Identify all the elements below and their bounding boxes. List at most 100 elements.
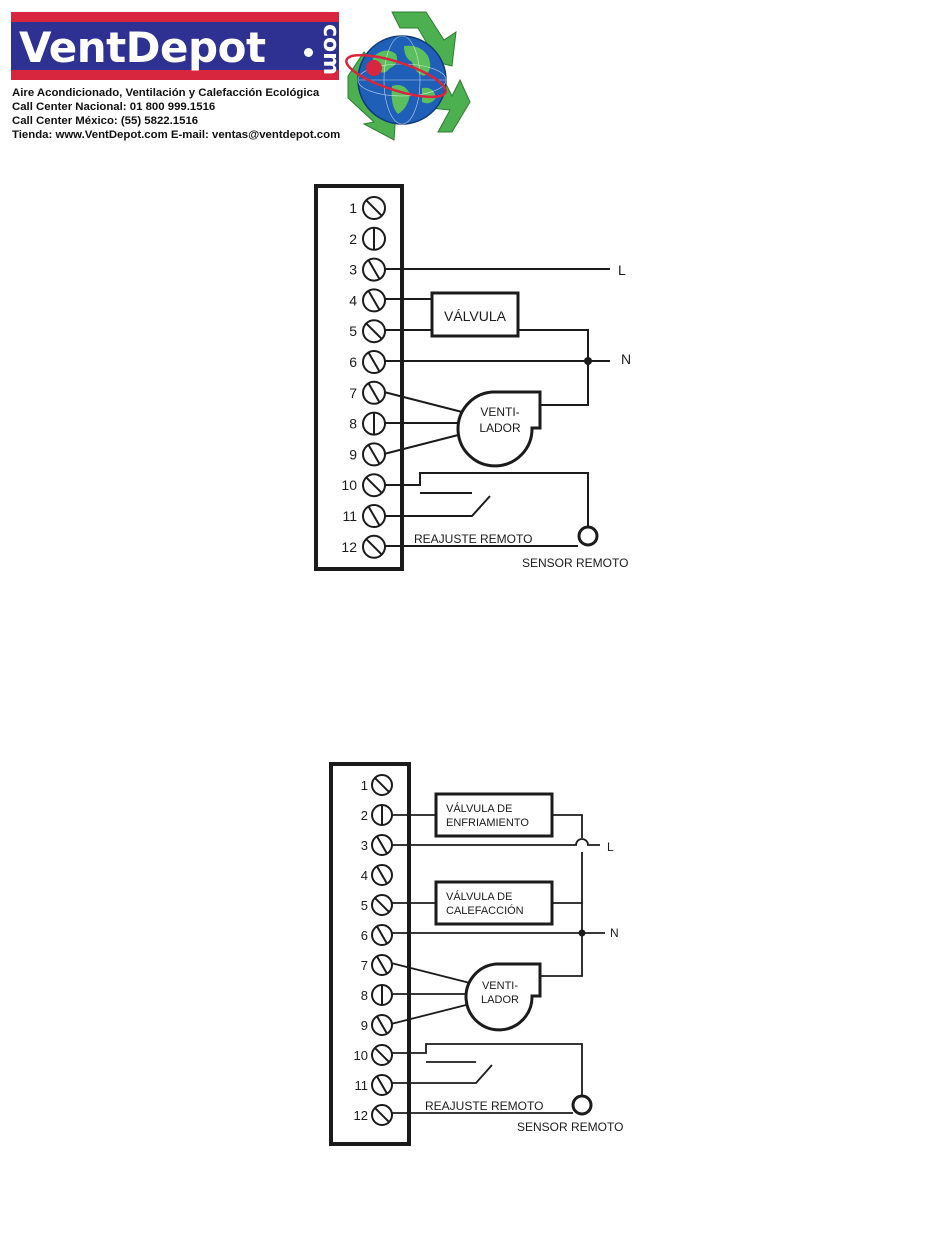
- screw-icon: [371, 894, 393, 916]
- screw-slot: [374, 777, 390, 793]
- terminal-strip: [329, 762, 411, 1146]
- terminal-3: 3: [361, 834, 393, 856]
- orbit-ring: [345, 53, 447, 99]
- terminal-number: 11: [355, 1078, 369, 1093]
- screw-slot: [367, 351, 381, 373]
- terminal-number: 9: [349, 446, 357, 462]
- remote-reset-label: REAJUSTE REMOTO: [425, 1099, 543, 1113]
- terminal-number: 8: [349, 416, 357, 432]
- fan-icon: [464, 962, 542, 1032]
- screw-slot: [374, 897, 390, 913]
- wire-neutral-bus: [540, 852, 583, 977]
- remote-sensor-icon: [577, 525, 599, 547]
- screw-icon: [371, 1014, 393, 1036]
- terminal-12: 12: [354, 1104, 393, 1126]
- wire-cooling-valve-return: [552, 814, 583, 838]
- terminal-number: 8: [361, 988, 368, 1003]
- wire-sensor-10: [384, 472, 589, 528]
- screw-slot: [367, 382, 381, 403]
- brand-tld: com: [318, 24, 339, 76]
- vendor-header: VentDepot com Aire Acondicionado, Ventil…: [0, 0, 480, 150]
- terminal-6: 6: [361, 924, 393, 946]
- remote-sensor-label: SENSOR REMOTO: [517, 1120, 623, 1134]
- screw-icon: [371, 1104, 393, 1126]
- screw-slot: [365, 322, 383, 340]
- fan-label-line2: LADOR: [481, 994, 519, 1006]
- terminal-number: 9: [361, 1018, 368, 1033]
- screw-icon: [371, 1044, 393, 1066]
- terminal-number: 12: [341, 539, 357, 555]
- terminal-number: 3: [349, 262, 357, 278]
- terminal-number: 2: [349, 231, 357, 247]
- wire-sensor-10: [391, 1043, 583, 1097]
- wire-fan-9: [390, 1003, 471, 1025]
- brand-dot: [304, 48, 313, 57]
- heating-valve-label-line2: CALEFACCIÓN: [446, 904, 524, 917]
- heating-valve-label-line1: VÁLVULA DE: [446, 890, 512, 903]
- screw-slot: [376, 865, 388, 885]
- terminal-number: 1: [349, 200, 357, 216]
- terminal-7: 7: [361, 954, 393, 976]
- logo-blue-band: [11, 22, 339, 70]
- line-label: L: [618, 262, 626, 278]
- screw-slot: [365, 538, 383, 556]
- brand-logo-banner: VentDepot com: [11, 12, 339, 80]
- terminal-9: 9: [349, 442, 386, 467]
- terminal-number: 10: [341, 477, 357, 493]
- terminal-6: 6: [349, 350, 386, 374]
- cooling-valve-label-line1: VÁLVULA DE: [446, 802, 512, 815]
- terminal-1: 1: [349, 196, 386, 220]
- terminal-2: 2: [361, 804, 393, 826]
- screw-slot: [365, 199, 383, 217]
- terminal-number: 5: [349, 323, 357, 339]
- brand-name: VentDepot: [19, 23, 266, 72]
- screw-icon: [371, 864, 393, 886]
- fan-label-line2: LADOR: [479, 421, 521, 435]
- terminal-10: 10: [341, 473, 386, 498]
- screw-slot: [376, 835, 388, 855]
- valve-label: VÁLVULA: [444, 308, 507, 324]
- terminal-12: 12: [341, 534, 386, 559]
- logo-red-stripe-top: [11, 12, 339, 22]
- wire-fan-9: [383, 432, 467, 455]
- terminal-9: 9: [361, 1014, 393, 1036]
- fan-label-line1: VENTI-: [482, 980, 518, 992]
- wire-fan-neutral: [540, 361, 589, 406]
- wire-valve-neutral: [518, 329, 589, 361]
- recycling-globe-icon: [345, 11, 471, 141]
- screw-icon: [371, 954, 393, 976]
- wire-fan-7: [390, 962, 471, 984]
- terminal-strip: [314, 184, 404, 571]
- wire-switch-11: [384, 495, 491, 517]
- terminal-number: 5: [361, 898, 368, 913]
- terminal-8: 8: [361, 984, 393, 1006]
- terminal-4: 4: [349, 288, 386, 313]
- terminal-number: 4: [349, 292, 357, 308]
- screw-icon: [371, 834, 393, 856]
- fan-icon: [456, 390, 542, 468]
- terminal-10: 10: [354, 1044, 393, 1066]
- contact-line-store-email: Tienda: www.VentDepot.com E-mail: ventas…: [12, 129, 341, 141]
- screw-slot: [365, 476, 383, 494]
- terminal-number: 10: [354, 1048, 368, 1063]
- terminal-1: 1: [361, 774, 393, 796]
- terminal-number: 6: [361, 928, 368, 943]
- screw-slot: [376, 1015, 388, 1035]
- terminal-number: 3: [361, 838, 368, 853]
- wire-fan-7: [383, 391, 467, 414]
- neutral-junction-dot: [578, 929, 586, 937]
- terminal-number: 1: [361, 778, 368, 793]
- screw-slot: [376, 955, 388, 975]
- neutral-junction-dot: [584, 357, 592, 365]
- screw-slot: [367, 290, 381, 311]
- screw-slot: [367, 259, 381, 280]
- terminal-number: 6: [349, 354, 357, 370]
- terminal-3: 3: [349, 257, 386, 282]
- terminal-11: 11: [355, 1074, 393, 1096]
- screw-slot: [374, 1047, 390, 1063]
- orbit-accent: [366, 60, 382, 76]
- remote-reset-label: REAJUSTE REMOTO: [414, 532, 532, 546]
- terminal-8: 8: [349, 411, 386, 436]
- wiring: [390, 814, 605, 1114]
